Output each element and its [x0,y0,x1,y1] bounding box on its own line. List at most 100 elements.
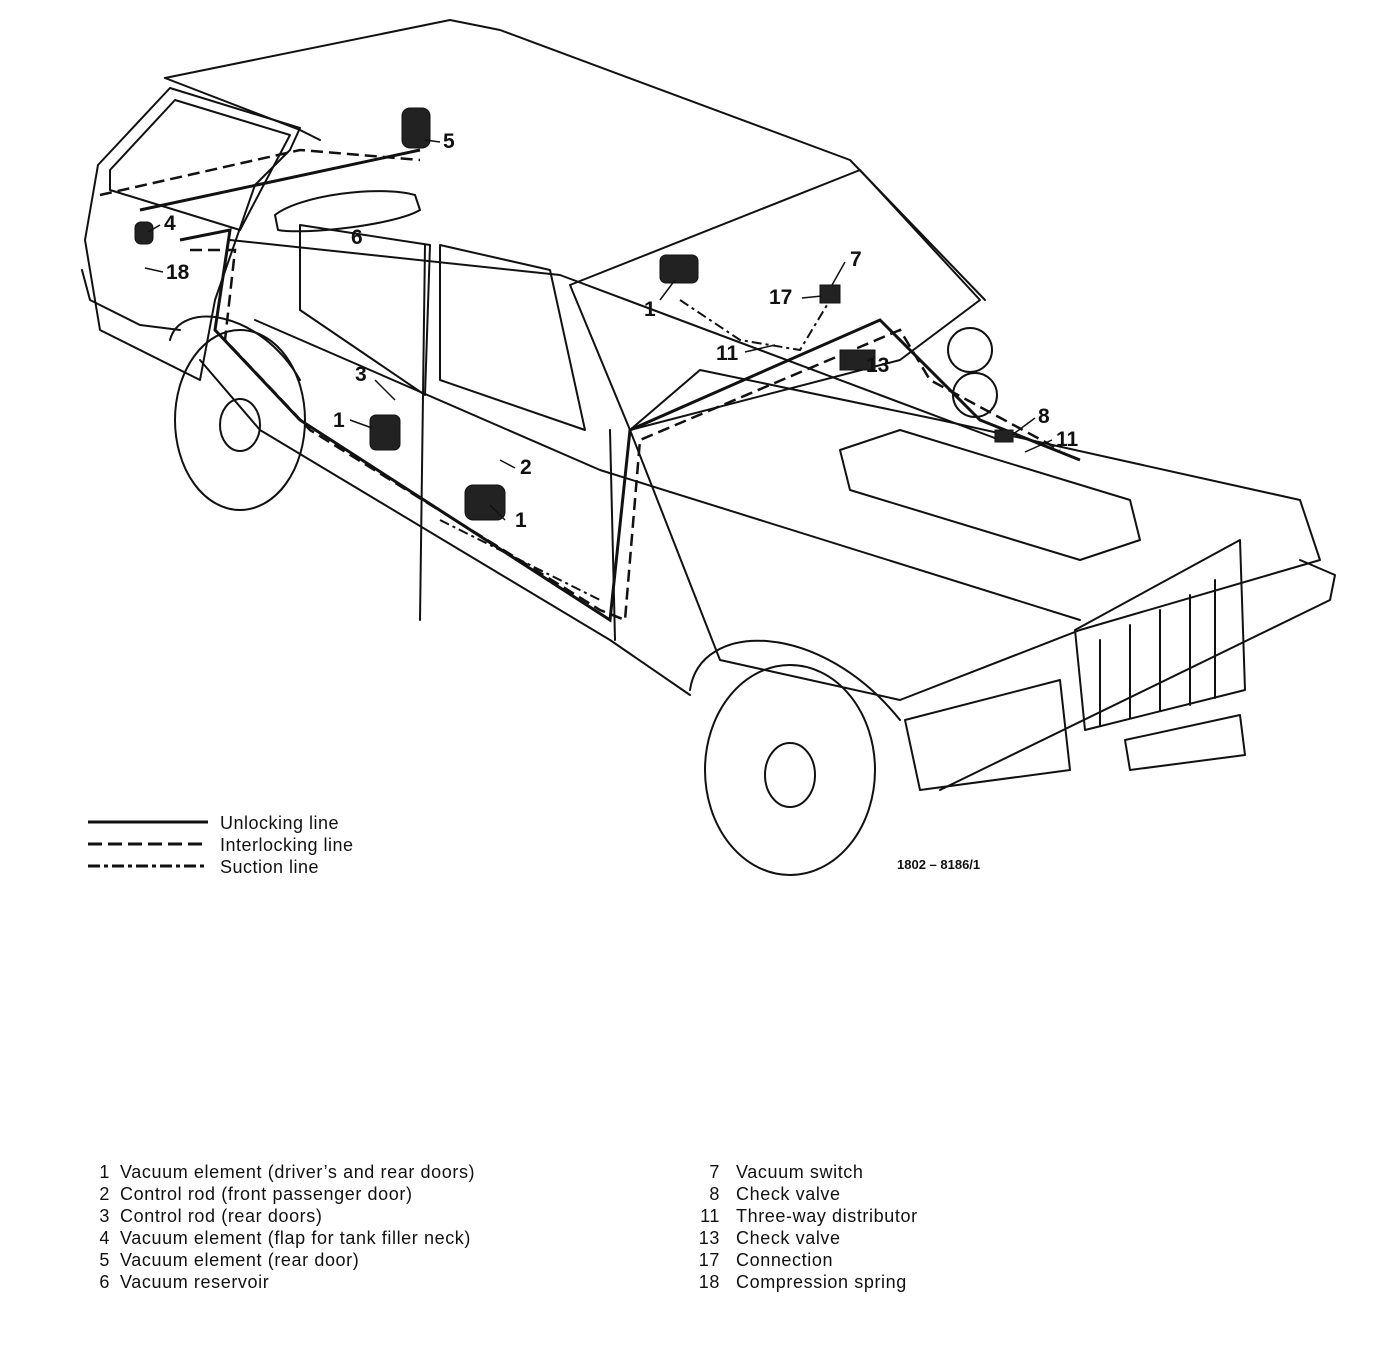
tailgate [84,87,301,381]
callout-7: 7 [850,248,862,271]
b-pillar [419,244,426,621]
engine-cover [839,429,1141,561]
vacuum-element-driver-door [659,254,699,284]
hood [629,369,1321,701]
callout-5: 5 [443,130,455,153]
front-wheel [704,664,876,876]
headlight [904,679,1071,791]
rear-door-window [439,244,586,431]
callout-17: 17 [769,286,792,309]
dash-dot-line-swatch [88,864,208,868]
dashed-line-swatch [88,842,208,846]
front-wheel-arch [689,639,901,721]
check-valve-8 [994,429,1014,443]
key-number: 8 [709,1184,720,1204]
body-sill [199,359,691,696]
front-door-window [569,169,981,431]
rear-bumper [81,269,181,331]
leader-line [1024,439,1053,453]
callout-2: 2 [520,456,532,479]
body-side-upper [229,239,1001,441]
front-wheel-hub [764,742,816,808]
key-number: 4 [99,1228,110,1248]
rear-roof-edge [164,77,321,141]
leader-line [349,419,373,429]
check-valve-13 [839,349,876,371]
key-text: Three-way distributor [736,1206,918,1226]
rear-side-window [299,224,431,396]
key-number: 13 [698,1228,720,1248]
key-text: Vacuum reservoir [120,1272,270,1292]
reservoir-sphere [952,372,998,418]
key-number: 1 [99,1162,110,1182]
suction-line [439,299,831,601]
callout-11: 11 [716,342,739,365]
key-number: 17 [698,1250,720,1270]
grille-bars [1099,579,1216,726]
leader-line [744,344,776,353]
leader-line [499,459,516,469]
key-text: Vacuum element (rear door) [120,1250,360,1270]
callout-6: 6 [351,226,363,249]
grille [1074,539,1246,731]
key-text: Vacuum element (flap for tank filler nec… [120,1228,472,1248]
license-plate [1124,714,1246,771]
vacuum-element-rear-left [369,414,401,451]
key-text: Vacuum element (driver’s and rear doors) [120,1162,476,1182]
vacuum-element-rear-door [401,107,431,149]
interlocking-line [99,148,1061,622]
key-text: Check valve [736,1228,841,1248]
key-text: Control rod (rear doors) [120,1206,323,1226]
rear-wheel-hub [219,398,261,452]
key-text: Compression spring [736,1272,907,1292]
key-number: 11 [700,1206,720,1226]
legend-label: Unlocking line [220,813,340,833]
line-legend: Unlocking line Interlocking line Suction… [88,813,508,879]
key-text: Check valve [736,1184,841,1204]
reference-number: 1802 – 8186/1 [897,857,980,872]
key-number: 3 [99,1206,110,1226]
leader-line [374,379,396,401]
leader-line [831,261,846,286]
rear-wheel [174,329,306,511]
callout-13: 13 [866,354,889,377]
legend-item: Interlocking line [88,835,508,857]
callout-1: 1 [333,409,345,432]
leader-line [424,139,441,143]
key-number: 7 [709,1162,720,1182]
vacuum-switch [819,284,841,304]
leader-line [147,224,161,233]
legend-item: Suction line [88,857,508,879]
callout-11: 11 [1056,428,1079,451]
unlocking-line [139,148,1081,623]
vacuum-element-passenger [464,484,506,521]
vacuum-reservoir [274,190,421,233]
key-number: 18 [698,1272,720,1292]
key-number: 2 [99,1184,110,1204]
callout-18: 18 [166,261,190,284]
key-text: Connection [736,1250,834,1270]
c-pillar [609,429,616,641]
rear-wheel-arch [169,315,301,381]
leader-line [489,504,506,521]
key-text: Vacuum switch [736,1162,864,1182]
callout-1: 1 [515,509,527,532]
solid-line-swatch [88,820,208,824]
rear-window [109,99,291,231]
legend-label: Interlocking line [220,835,354,855]
legend-label: Suction line [220,857,320,877]
roof-outline [164,19,986,301]
leader-line [659,279,676,301]
body-beltline [254,319,1081,621]
key-text: Control rod (front passenger door) [120,1184,413,1204]
callout-4: 4 [164,212,176,235]
front-bumper [939,559,1336,791]
leader-line [144,267,164,273]
key-number: 5 [99,1250,110,1270]
car-vacuum-system-drawing: 1 1 1 2 3 4 5 6 7 8 11 11 13 17 18 1802 … [81,19,1336,876]
legend-item: Unlocking line [88,813,508,835]
vacuum-element-tank-flap [134,221,154,245]
callout-8: 8 [1038,405,1050,428]
callout-1: 1 [644,298,656,321]
callout-3: 3 [355,363,367,386]
